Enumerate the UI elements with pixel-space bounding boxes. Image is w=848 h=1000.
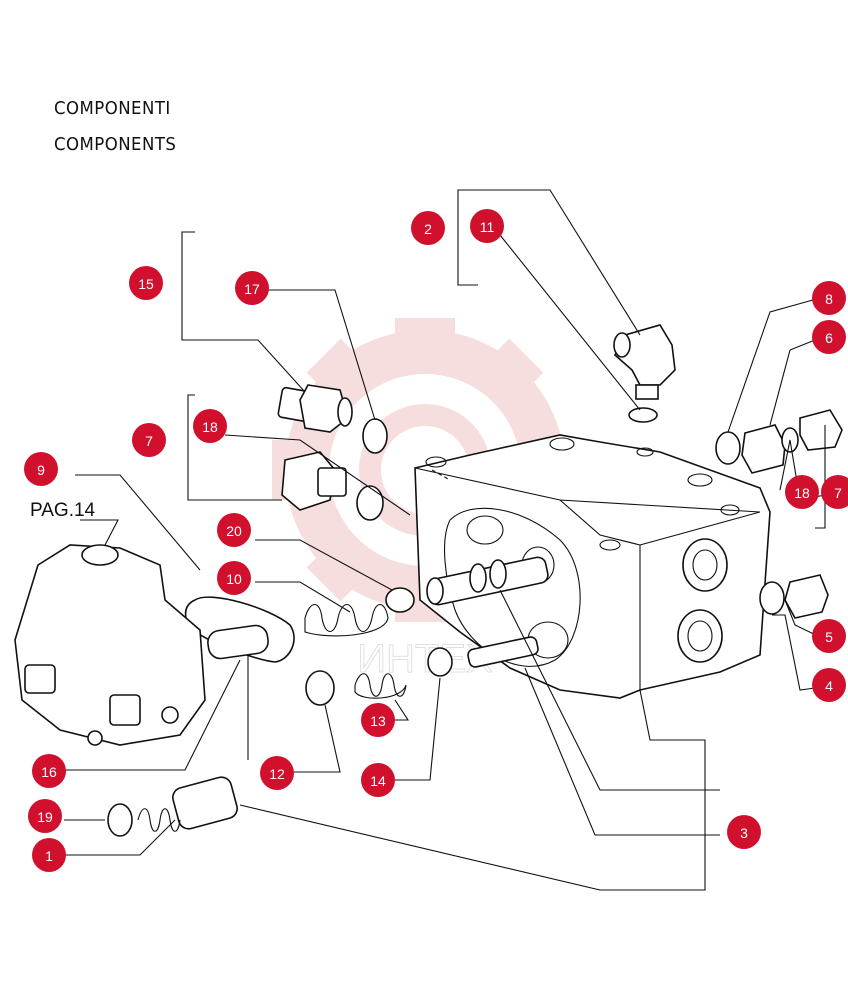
callout-circle xyxy=(129,266,163,300)
spring-13 xyxy=(354,647,453,699)
callout-circle xyxy=(812,668,846,702)
piston-1 xyxy=(107,776,238,837)
callout-circle xyxy=(32,838,66,872)
callout-c13: 13 xyxy=(361,703,395,737)
callout-number: 9 xyxy=(37,462,45,478)
callout-c10: 10 xyxy=(217,561,251,595)
callout-number: 3 xyxy=(740,825,748,841)
callout-circle xyxy=(812,281,846,315)
callout-number: 12 xyxy=(269,766,285,782)
callout-circle xyxy=(812,320,846,354)
callout-number: 19 xyxy=(37,809,53,825)
callout-circle xyxy=(260,756,294,790)
callout-c11: 11 xyxy=(470,209,504,243)
title-english: COMPONENTS xyxy=(54,134,177,155)
callout-number: 4 xyxy=(825,678,833,694)
callout-c5: 5 xyxy=(812,619,846,653)
spring-10 xyxy=(304,587,415,637)
callout-circle xyxy=(361,703,395,737)
callout-number: 20 xyxy=(226,523,242,539)
callout-circle xyxy=(32,754,66,788)
callout-c18b: 18 xyxy=(785,475,819,509)
callout-number: 15 xyxy=(138,276,154,292)
title-italian: COMPONENTI xyxy=(54,98,171,119)
callout-circle xyxy=(24,452,58,486)
callout-circle xyxy=(193,409,227,443)
callout-number: 16 xyxy=(41,764,57,780)
callout-number: 18 xyxy=(794,485,810,501)
o-ring-12 xyxy=(305,670,335,706)
leader-lines xyxy=(50,189,826,891)
callout-c8: 8 xyxy=(812,281,846,315)
callout-c1: 1 xyxy=(32,838,66,872)
elbow-fitting xyxy=(613,324,676,423)
callout-circle xyxy=(28,799,62,833)
callout-circle xyxy=(132,423,166,457)
callout-c6: 6 xyxy=(812,320,846,354)
callout-circle xyxy=(821,475,848,509)
callout-c7a: 7 xyxy=(132,423,166,457)
callout-number: 6 xyxy=(825,330,833,346)
callout-number: 17 xyxy=(244,281,260,297)
callout-c3: 3 xyxy=(727,815,761,849)
page-reference-label: PAG.14 xyxy=(30,500,96,521)
callout-c4: 4 xyxy=(812,668,846,702)
callout-circle xyxy=(470,209,504,243)
callout-c2: 2 xyxy=(411,211,445,245)
callout-circle xyxy=(411,211,445,245)
callout-number: 7 xyxy=(834,485,842,501)
callout-c16: 16 xyxy=(32,754,66,788)
callout-number: 11 xyxy=(480,219,495,235)
callout-circle xyxy=(785,475,819,509)
callout-circle xyxy=(217,561,251,595)
callout-c14: 14 xyxy=(361,763,395,797)
callout-number: 8 xyxy=(825,291,833,307)
callout-markers: 2 11 15 17 8 6 7 18 9 20 18 7 10 5 4 13 16 12 14 19 3 1 xyxy=(24,209,848,872)
callout-c7b: 7 xyxy=(821,475,848,509)
callout-circle xyxy=(812,619,846,653)
callout-number: 2 xyxy=(424,221,432,237)
callout-c19: 19 xyxy=(28,799,62,833)
callout-circle xyxy=(727,815,761,849)
callout-circle xyxy=(217,513,251,547)
callout-number: 5 xyxy=(825,629,833,645)
callout-c18a: 18 xyxy=(193,409,227,443)
right-lower-plug xyxy=(759,574,829,619)
callout-number: 7 xyxy=(145,433,153,449)
callout-number: 14 xyxy=(370,773,386,789)
callout-number: 10 xyxy=(226,571,242,587)
callout-number: 1 xyxy=(45,848,53,864)
callout-circle xyxy=(235,271,269,305)
plug-7 xyxy=(281,451,384,521)
callout-c15: 15 xyxy=(129,266,163,300)
plug-15 xyxy=(277,384,388,454)
callout-c17: 17 xyxy=(235,271,269,305)
spool-assembly xyxy=(426,556,549,668)
gasket-9 xyxy=(184,596,295,663)
callout-number: 18 xyxy=(202,419,218,435)
valve-body xyxy=(414,434,771,699)
callout-number: 13 xyxy=(370,713,386,729)
callout-c12: 12 xyxy=(260,756,294,790)
callout-c9: 9 xyxy=(24,452,58,486)
cover-housing xyxy=(14,544,206,746)
callout-c20: 20 xyxy=(217,513,251,547)
right-plug-stack xyxy=(715,409,843,474)
callout-circle xyxy=(361,763,395,797)
